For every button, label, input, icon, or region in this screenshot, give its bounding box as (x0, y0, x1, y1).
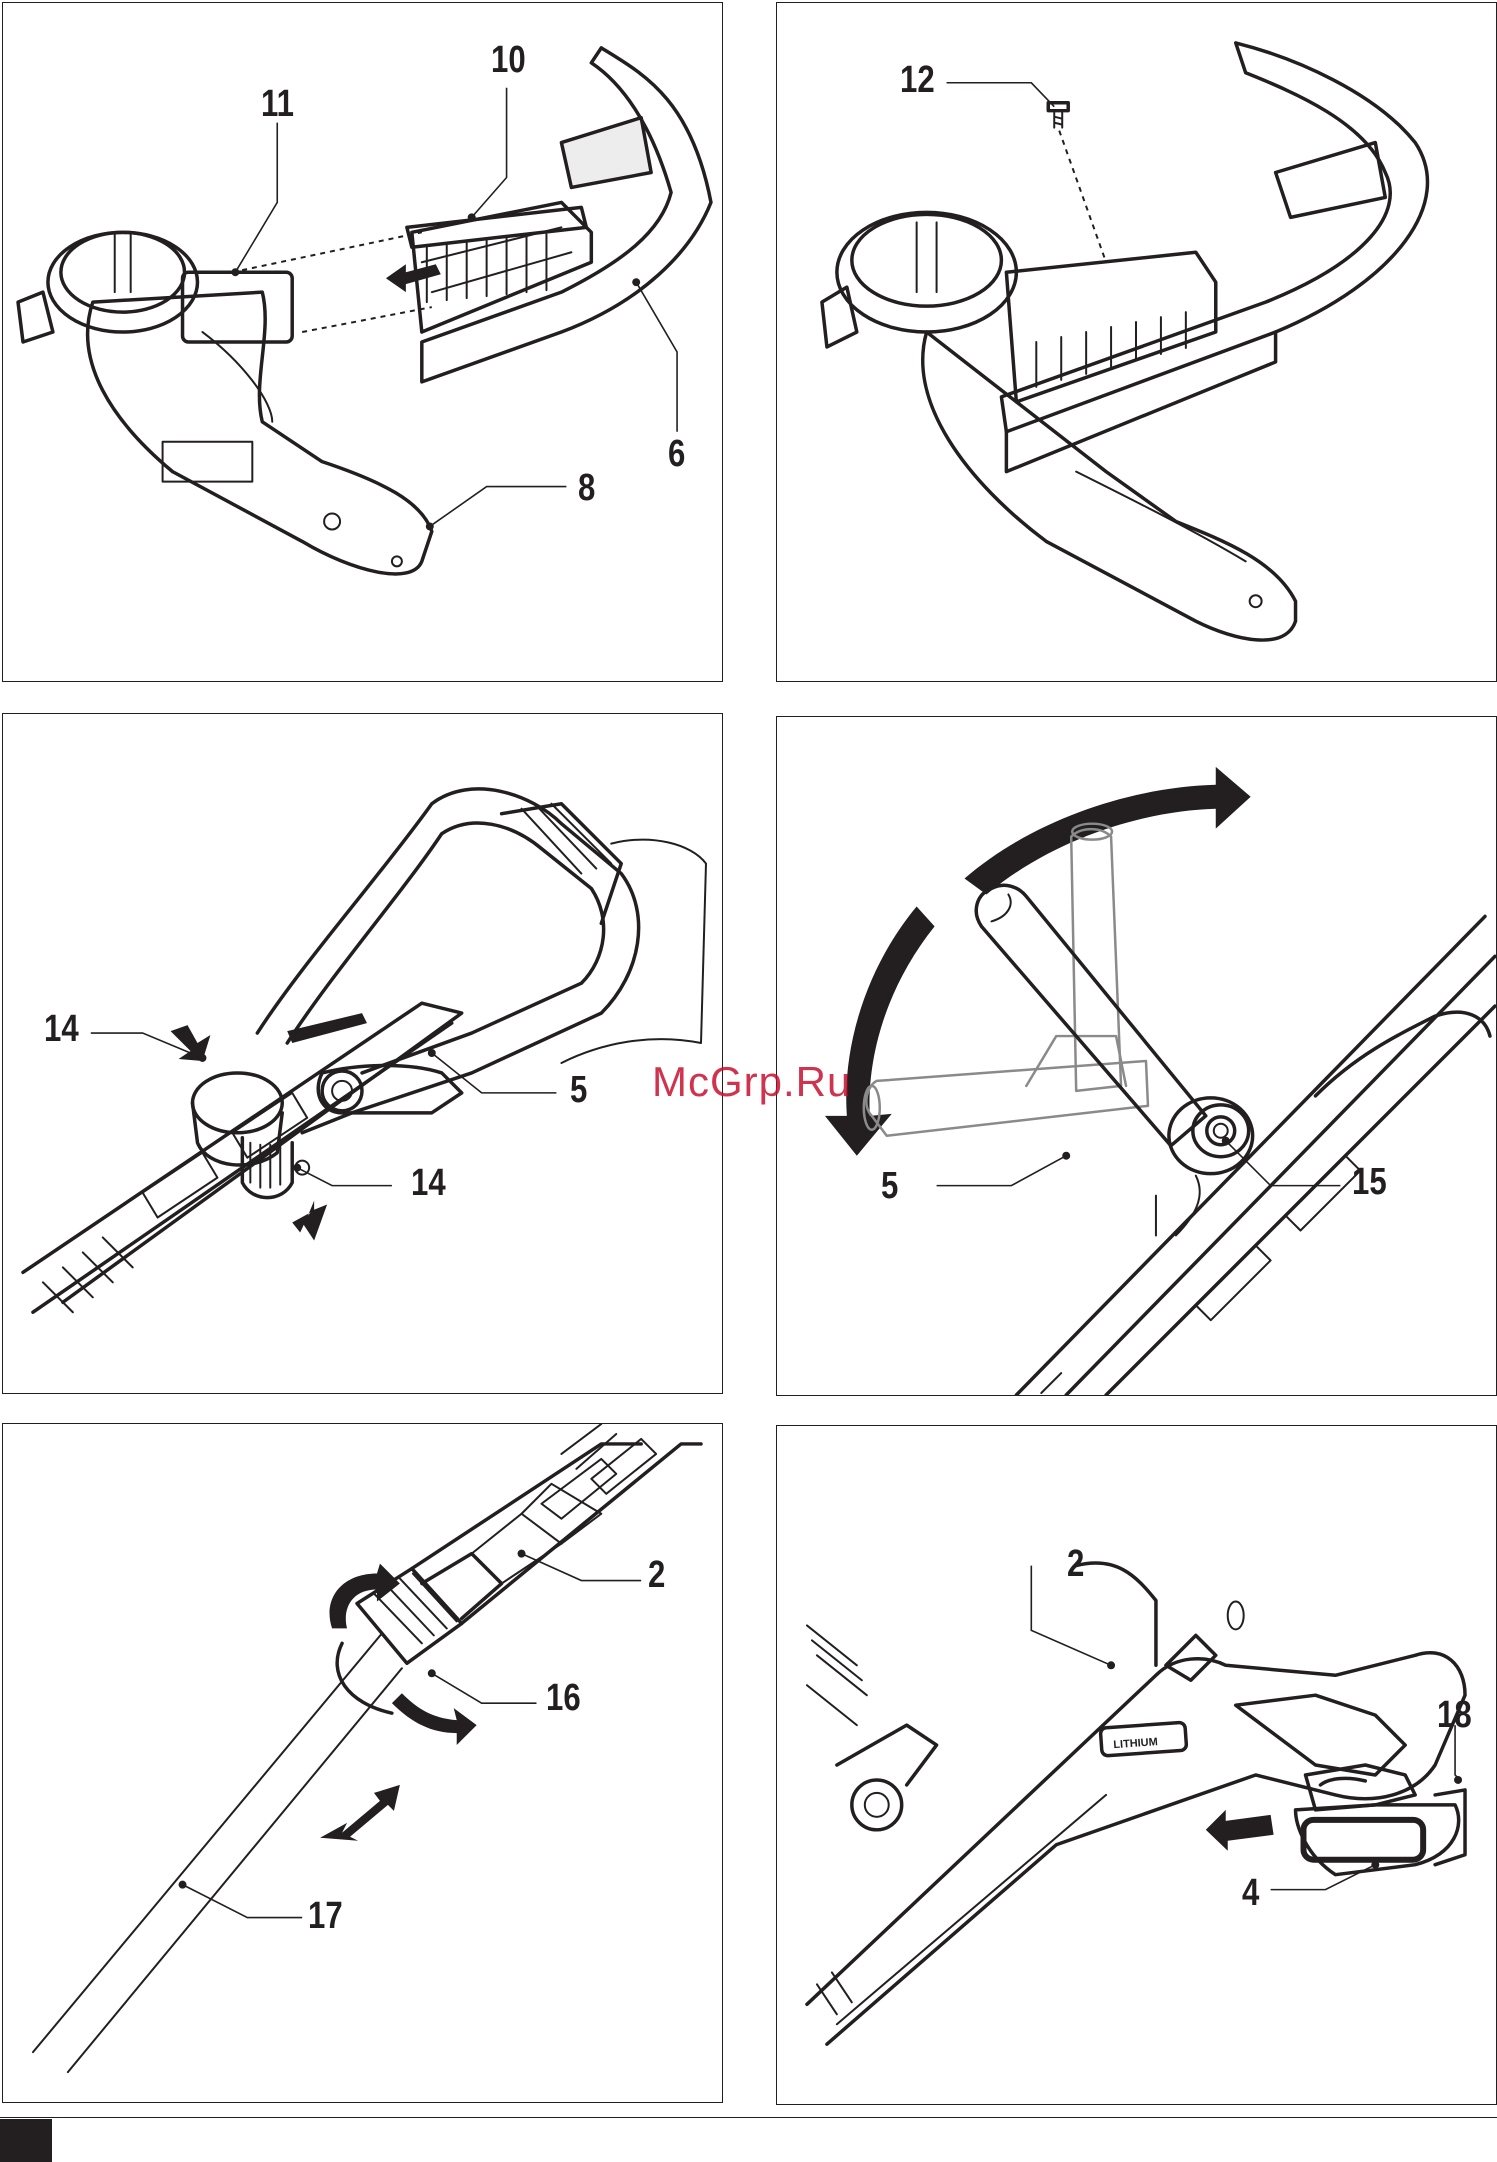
figure-panel-e: 2 16 17 (2, 1423, 723, 2103)
callout-4: 4 (1242, 1874, 1259, 1912)
page-tab-marker (0, 2119, 52, 2162)
callout-8: 8 (578, 469, 595, 507)
shaft-extension-illustration (3, 1424, 722, 2102)
callout-15: 15 (1352, 1163, 1387, 1201)
callout-16: 16 (546, 1679, 581, 1717)
callout-5: 5 (570, 1071, 587, 1109)
callout-18: 18 (1437, 1696, 1472, 1734)
callout-6: 6 (668, 435, 685, 473)
callout-14-top: 14 (44, 1010, 79, 1048)
battery-insert-illustration: LITHIUM (777, 1426, 1496, 2104)
figure-panel-c: 14 5 14 (2, 713, 723, 1394)
callout-10: 10 (491, 41, 526, 79)
figure-panel-f: LITHIUM 2 18 4 (776, 1425, 1497, 2105)
figure-panel-b: 12 (776, 2, 1497, 682)
watermark-text: McGrp.Ru (652, 1058, 851, 1106)
callout-14-bottom: 14 (411, 1164, 446, 1202)
callout-11: 11 (261, 85, 294, 123)
battery-brand-label: LITHIUM (1113, 1736, 1158, 1751)
figure-panel-d: 5 15 (776, 716, 1497, 1396)
callout-2-shaft: 2 (648, 1556, 665, 1594)
auxiliary-handle-illustration (3, 714, 722, 1393)
handle-rotation-illustration (777, 717, 1496, 1395)
footer-rule (0, 2117, 1497, 2118)
callout-12: 12 (900, 61, 935, 99)
figure-panel-a: 11 10 6 8 (2, 2, 723, 682)
callout-17: 17 (308, 1897, 343, 1935)
guard-attach-illustration (3, 3, 722, 681)
guard-screw-illustration (777, 3, 1496, 681)
callout-5-rotation: 5 (881, 1167, 898, 1205)
callout-2-handle: 2 (1067, 1545, 1084, 1583)
